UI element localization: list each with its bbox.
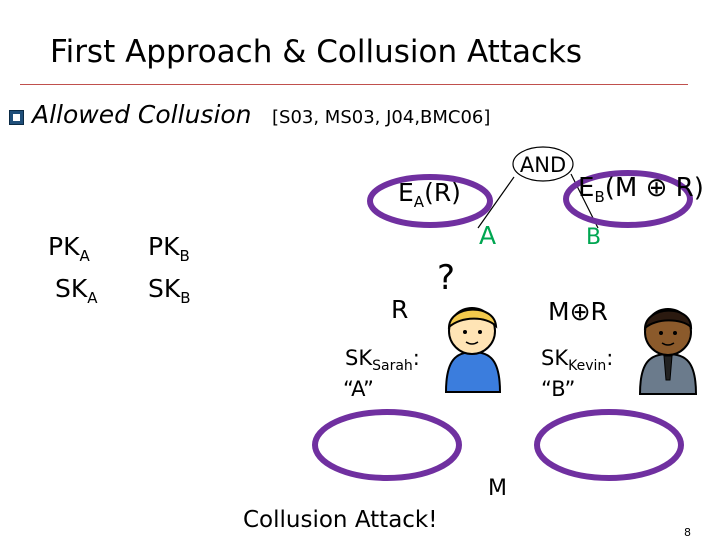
bullet-references: [S03, MS03, J04,BMC06] (272, 107, 491, 128)
m-xor-r-label: M⊕R (548, 297, 608, 326)
and-node (512, 146, 574, 182)
leaf-label-b: B (586, 225, 602, 250)
sarah-attribute: “A” (343, 377, 374, 401)
kevin-attribute: “B” (541, 377, 576, 401)
tree-edge-left (477, 176, 515, 229)
left-cipher-ring (367, 174, 493, 228)
question-mark: ? (437, 258, 456, 298)
slide-title: First Approach & Collusion Attacks (50, 34, 583, 70)
sarah-key-ring (312, 409, 462, 481)
collusion-attack-caption: Collusion Attack! (243, 507, 438, 533)
title-underline (20, 84, 688, 85)
secret-key-b: SKB (148, 274, 191, 307)
secret-key-a: SKA (55, 274, 98, 307)
leaf-label-a: A (479, 221, 497, 250)
sarah-secret-key: SKSarah: (345, 346, 420, 375)
bullet-text: Allowed Collusion (32, 100, 252, 129)
public-key-b: PKB (148, 232, 190, 265)
left-ciphertext: EA(R) (398, 178, 461, 211)
public-key-a: PKA (48, 232, 90, 265)
right-cipher-ring (563, 170, 693, 228)
kevin-secret-key: SKKevin: (541, 346, 614, 375)
right-ciphertext: EB(M ⊕ R) (578, 173, 704, 207)
message-m-label: M (488, 476, 507, 501)
page-number: 8 (684, 526, 691, 539)
bullet-square-icon (9, 110, 24, 125)
kevin-key-ring (534, 409, 684, 481)
and-node-label: AND (520, 153, 566, 177)
kevin-avatar-icon (638, 308, 698, 395)
sarah-avatar-icon (444, 307, 502, 393)
random-r-label: R (391, 295, 409, 324)
